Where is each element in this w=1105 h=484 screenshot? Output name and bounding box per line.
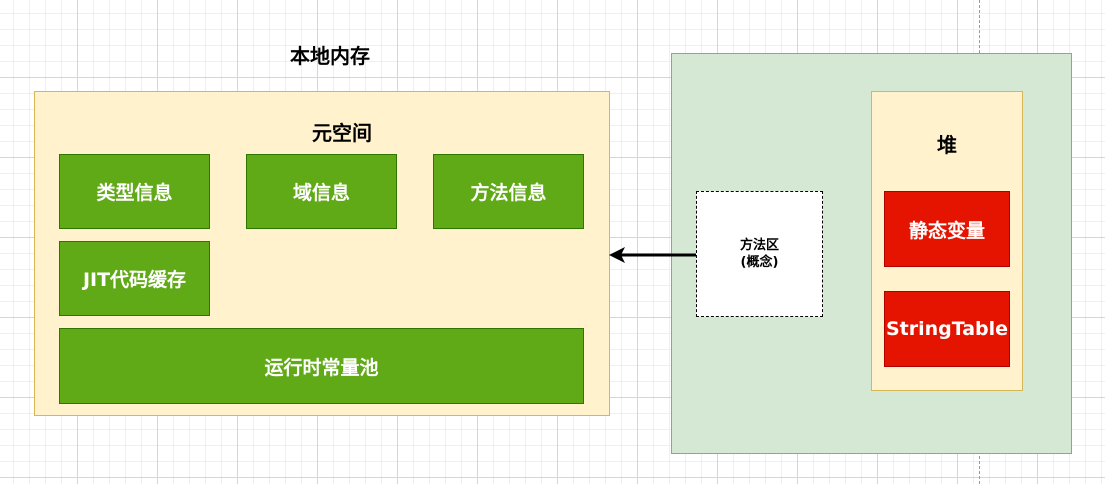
local-memory-title: 本地内存 [290, 44, 370, 68]
method-area-box[interactable]: 方法区 (概念) [696, 191, 823, 317]
type-info-box[interactable]: 类型信息 [59, 154, 210, 229]
static-variables-box[interactable]: 静态变量 [884, 191, 1010, 267]
method-area-concept-label: (概念) [740, 255, 779, 270]
method-area-label: 方法区 [739, 238, 779, 253]
arrow-to-metaspace [609, 247, 696, 263]
method-info-box[interactable]: 方法信息 [433, 154, 584, 229]
jit-code-cache-box[interactable]: JIT代码缓存 [59, 241, 210, 316]
field-info-box[interactable]: 域信息 [246, 154, 397, 229]
metaspace-title: 元空间 [312, 121, 372, 145]
heap-title: 堆 [937, 133, 957, 157]
string-table-box[interactable]: StringTable [884, 291, 1010, 367]
arrow-head-icon [609, 247, 625, 263]
runtime-constant-pool-box[interactable]: 运行时常量池 [59, 328, 584, 404]
